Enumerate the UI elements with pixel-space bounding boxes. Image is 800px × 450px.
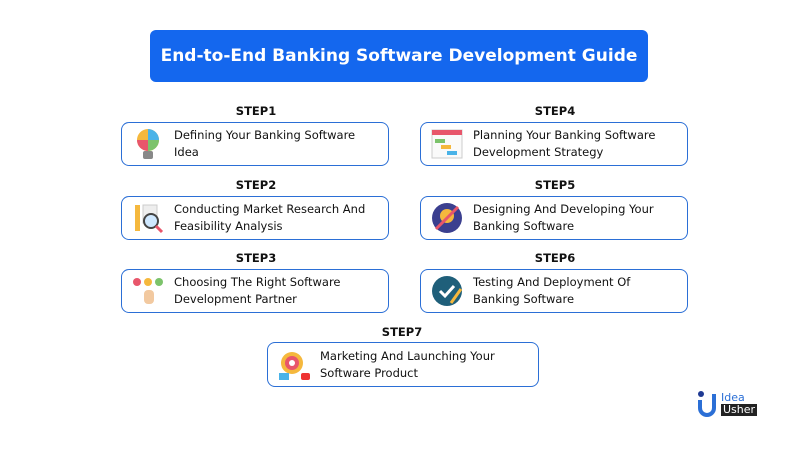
step-label: STEP1 [235, 104, 277, 118]
design-idea-icon [421, 202, 473, 234]
step-text: Conducting Market Research And Feasibili… [174, 202, 366, 233]
step-label: STEP4 [534, 104, 576, 118]
step-label: STEP5 [534, 178, 576, 192]
step-card: Defining Your Banking Software Idea [121, 122, 389, 166]
step-text: Planning Your Banking Software Developme… [473, 128, 656, 159]
step-text: Choosing The Right Software Development … [174, 275, 341, 306]
idea-usher-logo: Idea Usher [697, 390, 758, 418]
step-card: Conducting Market Research And Feasibili… [121, 196, 389, 240]
gantt-chart-icon [421, 129, 473, 159]
step-text: Marketing And Launching Your Software Pr… [320, 348, 495, 380]
target-marketing-icon [268, 349, 320, 381]
logo-mark-icon [698, 391, 716, 417]
step-card: Designing And Developing Your Banking So… [420, 196, 688, 240]
step-text: Testing And Deployment Of Banking Softwa… [473, 275, 631, 306]
lightbulb-puzzle-icon [122, 127, 174, 161]
step-label: STEP6 [534, 251, 576, 265]
step-text: Designing And Developing Your Banking So… [473, 202, 654, 233]
step-card: Planning Your Banking Software Developme… [420, 122, 688, 166]
step-text: Defining Your Banking Software Idea [174, 128, 356, 159]
research-magnifier-icon [122, 201, 174, 235]
step-card: Choosing The Right Software Development … [121, 269, 389, 313]
page-title: End-to-End Banking Software Development … [150, 30, 648, 82]
logo-line1: Idea [721, 391, 745, 404]
logo-line2: Usher [721, 403, 758, 416]
checklist-pen-icon [421, 275, 473, 307]
step-card: Marketing And Launching Your Software Pr… [267, 342, 539, 387]
step-label: STEP7 [381, 325, 423, 339]
step-card: Testing And Deployment Of Banking Softwa… [420, 269, 688, 313]
step-label: STEP2 [235, 178, 277, 192]
hand-selection-icon [122, 276, 174, 306]
step-label: STEP3 [235, 251, 277, 265]
